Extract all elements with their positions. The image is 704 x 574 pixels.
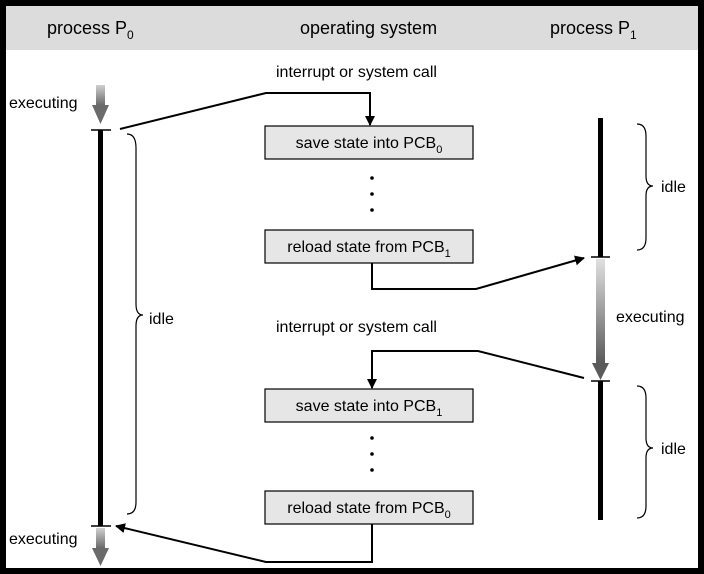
os-ellipsis-top [370,176,374,212]
os-box-reload-pcb1: reload state from PCB1 [264,229,474,264]
os-box-reload-pcb0-text: reload state from PCB [287,500,444,517]
label-p0-executing-bottom: executing [9,531,78,548]
os-box-save-pcb0-subscript: 0 [436,144,442,156]
flow-arrow-reload-pcb0-to-p0 [115,523,373,563]
os-box-reload-pcb1-text: reload state from PCB [287,239,444,256]
label-p0-executing-top: executing [9,95,78,112]
svg-text:reload state from PCB1: reload state from PCB1 [287,239,451,260]
header-p1-subscript: 1 [630,28,637,42]
header-p1-label: process P [550,18,631,38]
os-box-reload-pcb0: reload state from PCB0 [264,490,474,525]
p1-idle-bar-bottom [598,381,603,520]
header-p0-label: process P [47,18,128,38]
label-p1-executing: executing [616,309,685,326]
svg-text:save state into PCB0: save state into PCB0 [296,135,443,156]
os-box-save-pcb1-text: save state into PCB [296,398,437,415]
svg-text:save state into PCB1: save state into PCB1 [296,398,443,419]
flow-arrow-reload-pcb1-to-p1 [371,255,585,290]
os-box-reload-pcb0-subscript: 0 [445,509,451,521]
p1-idle-brace-bottom [636,385,654,519]
header-p0-subscript: 0 [127,28,134,42]
os-ellipsis-bottom [370,436,374,472]
p0-idle-brace [126,133,144,515]
header-process-p0: process P0 [47,18,134,42]
label-p1-idle-bottom: idle [661,441,686,458]
p0-executing-arrow-top [92,85,109,124]
header-bar: process P0 operating system process P1 [6,6,698,50]
label-interrupt-top: interrupt or system call [276,64,437,81]
flow-arrow-p1-to-save-pcb1 [367,350,585,389]
os-box-save-pcb0-text: save state into PCB [296,135,437,152]
os-box-save-pcb1: save state into PCB1 [264,388,474,423]
context-switch-diagram: save state into PCB0 reload state from P… [9,64,686,566]
label-interrupt-middle: interrupt or system call [276,319,437,336]
header-operating-system: operating system [300,18,438,38]
os-box-save-pcb1-subscript: 1 [436,407,442,419]
flow-arrow-p0-to-save-pcb0 [119,92,375,130]
p1-executing-arrow [592,259,609,380]
os-box-save-pcb0: save state into PCB0 [264,125,474,160]
svg-text:reload state from PCB0: reload state from PCB0 [287,500,451,521]
label-p1-idle-top: idle [661,179,686,196]
header-process-p1: process P1 [550,18,637,42]
p0-executing-arrow-bottom [92,528,109,566]
diagram-canvas: process P0 operating system process P1 [6,6,698,568]
os-box-reload-pcb1-subscript: 1 [445,248,451,260]
p0-idle-bar [98,130,103,526]
p1-idle-bar-top [598,118,603,257]
label-p0-idle: idle [149,311,174,328]
p1-idle-brace-top [636,123,654,251]
